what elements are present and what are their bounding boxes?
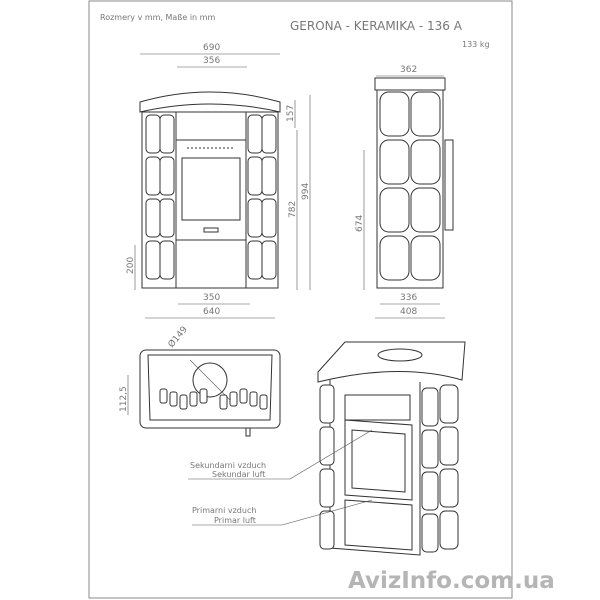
tile — [319, 426, 335, 466]
top-view: Ø149 112,5 — [119, 324, 281, 437]
tile — [145, 156, 161, 196]
tile — [421, 471, 439, 511]
tile — [159, 388, 168, 404]
tile — [379, 235, 410, 281]
tile — [169, 391, 178, 407]
dim-200: 200 — [126, 257, 136, 274]
tile — [421, 429, 439, 469]
dim-350: 350 — [203, 293, 220, 303]
dim-690: 690 — [203, 43, 220, 53]
tile — [247, 114, 263, 154]
tile — [145, 198, 161, 238]
drawing-frame — [88, 0, 513, 599]
tile — [379, 187, 410, 233]
tile — [261, 156, 277, 196]
tile — [247, 156, 263, 196]
primary-air-de: Primar luft — [214, 516, 256, 525]
tile — [421, 387, 439, 427]
secondary-air-cz: Sekundarni vzduch — [190, 461, 266, 470]
tile — [189, 391, 198, 407]
side-view — [374, 77, 454, 289]
front-dimensions: 690 356 157 994 782 200 350 640 — [126, 43, 311, 319]
units-note: Rozmery v mm, Maße in mm — [100, 13, 215, 22]
tile — [421, 513, 439, 553]
tile — [159, 156, 175, 196]
tile — [261, 198, 277, 238]
tile — [239, 388, 248, 404]
tile — [410, 91, 441, 137]
dim-640: 640 — [203, 307, 220, 317]
dim-674: 674 — [355, 215, 365, 232]
tile — [249, 391, 258, 407]
primary-air-cz: Primarni vzduch — [192, 506, 256, 515]
tile — [379, 91, 410, 137]
front-view — [139, 91, 281, 289]
dim-356: 356 — [203, 56, 220, 66]
tile — [159, 240, 175, 280]
drawing-title: GERONA - KERAMIKA - 136 A — [290, 19, 463, 33]
tile — [439, 384, 459, 424]
weight-label: 133 kg — [462, 40, 490, 49]
tile — [159, 114, 175, 154]
tile — [219, 394, 228, 410]
tile — [159, 198, 175, 238]
tile — [319, 468, 335, 508]
tile — [439, 468, 459, 508]
tile — [319, 384, 335, 424]
dim-flue-diameter: Ø149 — [166, 324, 190, 350]
tile — [261, 240, 277, 280]
tile — [439, 510, 459, 550]
dim-994: 994 — [301, 183, 311, 200]
tile — [319, 510, 335, 550]
tile — [439, 426, 459, 466]
tile — [229, 391, 238, 407]
tile — [247, 240, 263, 280]
tile — [261, 114, 277, 154]
tile — [379, 139, 410, 185]
tile — [145, 240, 161, 280]
air-labels: Sekundarni vzduch Sekundar luft Primarni… — [188, 429, 373, 526]
dim-408: 408 — [400, 307, 417, 317]
tile — [410, 187, 441, 233]
dim-782: 782 — [288, 201, 298, 218]
dim-336: 336 — [400, 293, 417, 303]
watermark: AvizInfo.com.ua — [348, 568, 555, 594]
secondary-air-de: Sekundar luft — [212, 470, 265, 479]
dim-112-5: 112,5 — [119, 386, 129, 412]
dim-157: 157 — [286, 105, 296, 122]
tile — [410, 235, 441, 281]
tile — [247, 198, 263, 238]
side-dimensions: 362 674 336 408 — [355, 65, 445, 319]
tile — [179, 394, 188, 410]
tile — [199, 388, 208, 404]
dim-362: 362 — [400, 65, 417, 75]
perspective-view — [317, 341, 466, 556]
tile — [259, 394, 268, 410]
tile — [410, 139, 441, 185]
tile — [145, 114, 161, 154]
